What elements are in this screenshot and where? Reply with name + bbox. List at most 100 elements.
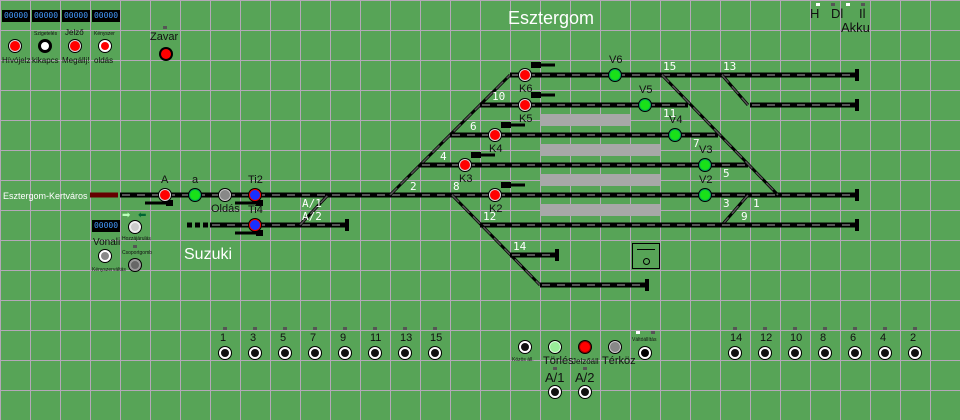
switch-button[interactable] bbox=[399, 347, 411, 359]
platform bbox=[540, 114, 630, 126]
jelzo-megallj-button[interactable] bbox=[69, 40, 81, 52]
indicator-led bbox=[651, 331, 655, 334]
signal-K6[interactable] bbox=[519, 69, 531, 81]
signal-label: K3 bbox=[459, 173, 473, 185]
signal-V5[interactable] bbox=[639, 99, 651, 111]
entry-label: Esztergom-Kertváros bbox=[3, 191, 88, 201]
switch-segment bbox=[299, 194, 329, 226]
switch-button-label: 12 bbox=[760, 332, 773, 344]
csoport-button[interactable] bbox=[129, 259, 141, 271]
signal-Ti2[interactable] bbox=[249, 189, 261, 201]
switch-button[interactable] bbox=[759, 347, 771, 359]
switch-button[interactable] bbox=[309, 347, 321, 359]
signal-label: V6 bbox=[609, 54, 623, 66]
arrow-right-icon: ➡ bbox=[122, 210, 131, 221]
indicator-led bbox=[636, 331, 640, 334]
switch-button-label: 2 bbox=[910, 332, 917, 344]
signal-Ti4[interactable] bbox=[249, 219, 261, 231]
switch-label: 6 bbox=[470, 120, 477, 133]
platform bbox=[540, 174, 660, 186]
indicator-led bbox=[883, 327, 887, 330]
signal-label: K6 bbox=[519, 83, 533, 95]
vonali-button[interactable] bbox=[99, 250, 111, 262]
switch-button[interactable] bbox=[249, 347, 261, 359]
torles-label: Törlés bbox=[543, 355, 574, 367]
switch-label: 11 bbox=[663, 107, 677, 120]
station-building-icon bbox=[632, 243, 660, 269]
branch-label: Suzuki bbox=[184, 246, 233, 263]
switch-label: 8 bbox=[453, 180, 460, 193]
signal-V3[interactable] bbox=[699, 159, 711, 171]
switch-button[interactable] bbox=[849, 347, 861, 359]
switch-button-label: 4 bbox=[880, 332, 887, 344]
signal-K4[interactable] bbox=[489, 129, 501, 141]
il-indicator: Il bbox=[859, 6, 866, 21]
switch-label: 9 bbox=[741, 210, 748, 223]
counter: 00000 bbox=[2, 10, 30, 22]
signal-V4[interactable] bbox=[669, 129, 681, 141]
hozzajarulas-label: Hozzájárulás bbox=[122, 236, 151, 242]
switch-button[interactable] bbox=[819, 347, 831, 359]
signal-label: V3 bbox=[699, 144, 713, 156]
switch-button[interactable] bbox=[339, 347, 351, 359]
szigeteles-label: Szigetelés bbox=[34, 31, 58, 37]
hivojelz-button[interactable] bbox=[9, 40, 21, 52]
switch-button[interactable] bbox=[879, 347, 891, 359]
signal-K2[interactable] bbox=[489, 189, 501, 201]
szigeteles-kikapcs-button[interactable] bbox=[39, 40, 51, 52]
signal-label: Ti2 bbox=[248, 174, 263, 186]
signal-K3[interactable] bbox=[459, 159, 471, 171]
switch-button[interactable] bbox=[219, 347, 231, 359]
switch-button[interactable] bbox=[429, 347, 441, 359]
indicator-led bbox=[853, 327, 857, 330]
indicator-led bbox=[313, 327, 317, 330]
switch-button[interactable] bbox=[909, 347, 921, 359]
indicator-led bbox=[583, 367, 587, 370]
switch-button[interactable] bbox=[279, 347, 291, 359]
signal-label: a bbox=[192, 174, 199, 186]
switch-segment bbox=[721, 74, 749, 106]
indicator-led bbox=[433, 327, 437, 330]
signal-label: V4 bbox=[669, 114, 683, 126]
indicator-led bbox=[861, 3, 865, 6]
signal-label: K4 bbox=[489, 143, 503, 155]
oldas-button[interactable] bbox=[219, 189, 231, 201]
signal-K5[interactable] bbox=[519, 99, 531, 111]
switch-button-label: 15 bbox=[430, 332, 443, 344]
jelzoall-button[interactable] bbox=[579, 341, 591, 353]
counter: 00000 bbox=[92, 220, 120, 232]
indicator-led bbox=[283, 327, 287, 330]
switch-button[interactable] bbox=[729, 347, 741, 359]
switch-segment bbox=[451, 194, 541, 286]
switch-button-label: 6 bbox=[850, 332, 857, 344]
switch-button[interactable] bbox=[789, 347, 801, 359]
a2-button[interactable] bbox=[579, 386, 591, 398]
signal-a[interactable] bbox=[189, 189, 201, 201]
torles-button[interactable] bbox=[549, 341, 561, 353]
signal-V2[interactable] bbox=[699, 189, 711, 201]
switch-label: 2 bbox=[410, 180, 417, 193]
oldas-label: Oldás bbox=[211, 203, 240, 215]
switch-label: 13 bbox=[723, 60, 737, 73]
kozos-all-button[interactable] bbox=[519, 341, 531, 353]
terkoz-button[interactable] bbox=[609, 341, 621, 353]
kenyszer-oldas-button[interactable] bbox=[99, 40, 111, 52]
signal-V6[interactable] bbox=[609, 69, 621, 81]
a1-button[interactable] bbox=[549, 386, 561, 398]
signal-label: Ti4 bbox=[248, 204, 263, 216]
signal-A[interactable] bbox=[159, 189, 171, 201]
dl-indicator: Dl bbox=[831, 6, 844, 21]
indicator-led bbox=[823, 327, 827, 330]
platform bbox=[540, 144, 660, 156]
switch-button-label: 8 bbox=[820, 332, 827, 344]
switch-label: 5 bbox=[723, 167, 730, 180]
indicator-led bbox=[846, 3, 850, 6]
switch-label: 7 bbox=[693, 137, 700, 150]
hozzajarulas-button[interactable] bbox=[129, 221, 141, 233]
valto-button[interactable] bbox=[639, 347, 651, 359]
jelzo-label: Jelző bbox=[65, 28, 84, 37]
switch-label: 4 bbox=[440, 150, 447, 163]
switch-button[interactable] bbox=[369, 347, 381, 359]
csoport-label: Csoportgomb bbox=[122, 250, 153, 256]
